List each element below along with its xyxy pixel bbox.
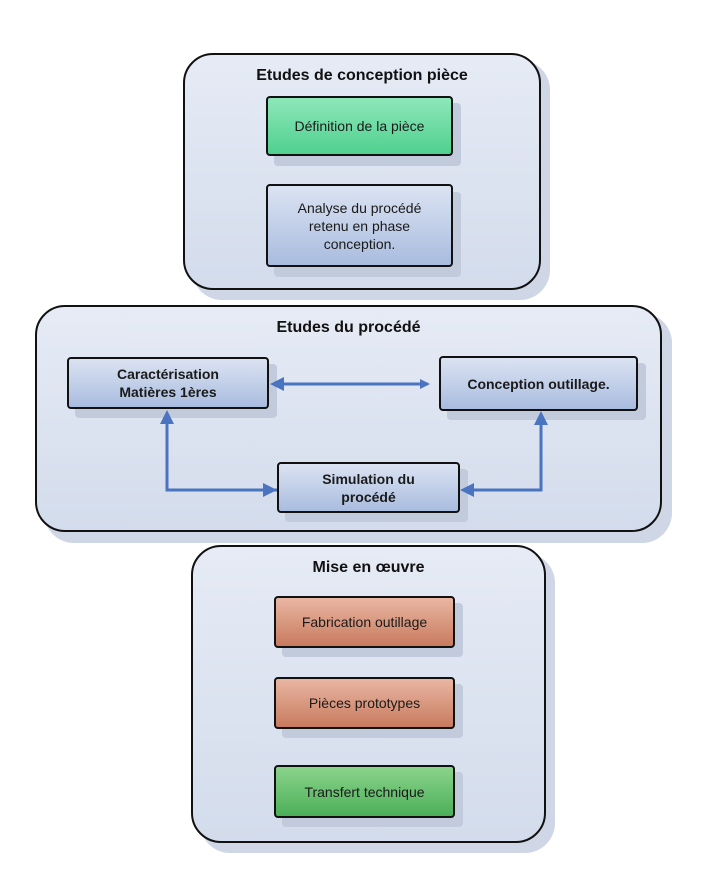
box-label-line: procédé — [341, 488, 396, 505]
box-label-line: Matières 1ères — [119, 384, 217, 400]
caracterisation-box: Caractérisation Matières 1ères — [67, 357, 269, 409]
arrow-simulation-to-caracterisation — [165, 423, 277, 492]
conception-outillage-box: Conception outillage. — [439, 356, 638, 411]
definition-piece-box: Définition de la pièce — [266, 96, 453, 156]
box-label-line: Caractérisation — [117, 366, 219, 382]
box-label: Pièces prototypes — [308, 695, 421, 711]
arrow-head-up-left — [160, 410, 174, 424]
arrow-conception-to-simulation — [472, 424, 543, 492]
group-title: Mise en œuvre — [312, 559, 425, 576]
pieces-prototypes-box: Pièces prototypes — [274, 677, 455, 729]
arrow-head-up-right — [534, 411, 548, 425]
box-label-line: Analyse du procédé — [297, 199, 422, 216]
fabrication-outillage-box: Fabrication outillage — [274, 596, 455, 648]
transfert-technique-box: Transfert technique — [274, 765, 455, 818]
arrow-head-into-simulation-right — [460, 483, 474, 497]
box-label-line: retenu en phase — [308, 217, 411, 234]
box-label-line: conception. — [323, 235, 396, 252]
box-label: Définition de la pièce — [294, 118, 425, 134]
group-title: Etudes du procédé — [276, 319, 421, 336]
analyse-procede-box: Analyse du procédé retenu en phase conce… — [266, 184, 453, 267]
box-label: Fabrication outillage — [301, 614, 428, 630]
box-label: Transfert technique — [304, 783, 425, 800]
box-label: Conception outillage. — [467, 375, 610, 392]
group-title: Etudes de conception pièce — [256, 67, 468, 84]
simulation-procede-box: Simulation du procédé — [277, 462, 460, 513]
arrow-head-left — [270, 377, 284, 391]
box-label-line: Simulation du — [322, 470, 415, 487]
arrow-head-into-simulation — [263, 483, 277, 497]
